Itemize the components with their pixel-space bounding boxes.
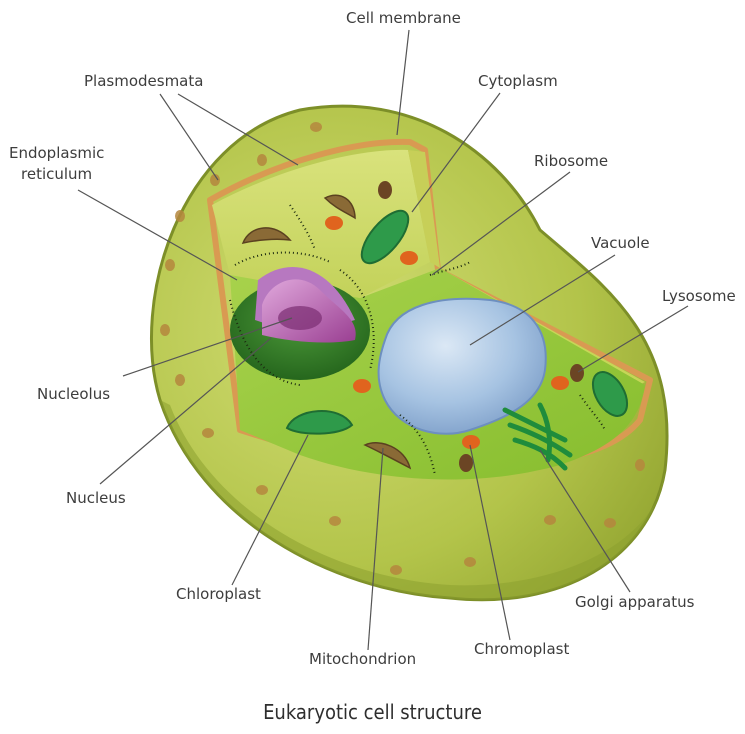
label-cell-membrane: Cell membrane — [346, 9, 461, 28]
label-chromoplast: Chromoplast — [474, 640, 569, 659]
label-cytoplasm: Cytoplasm — [478, 72, 558, 91]
label-nucleus: Nucleus — [66, 489, 126, 508]
label-endoplasmic: Endoplasmic — [9, 144, 104, 163]
label-golgi-apparatus: Golgi apparatus — [575, 593, 694, 612]
diagram-caption: Eukaryotic cell structure — [0, 700, 745, 724]
label-ribosome: Ribosome — [534, 152, 608, 171]
label-vacuole: Vacuole — [591, 234, 650, 253]
label-mitochondrion: Mitochondrion — [309, 650, 416, 669]
label-chloroplast: Chloroplast — [176, 585, 261, 604]
label-nucleolus: Nucleolus — [37, 385, 110, 404]
label-reticulum: reticulum — [21, 165, 92, 184]
label-lysosome: Lysosome — [662, 287, 736, 306]
label-plasmodesmata: Plasmodesmata — [84, 72, 203, 91]
